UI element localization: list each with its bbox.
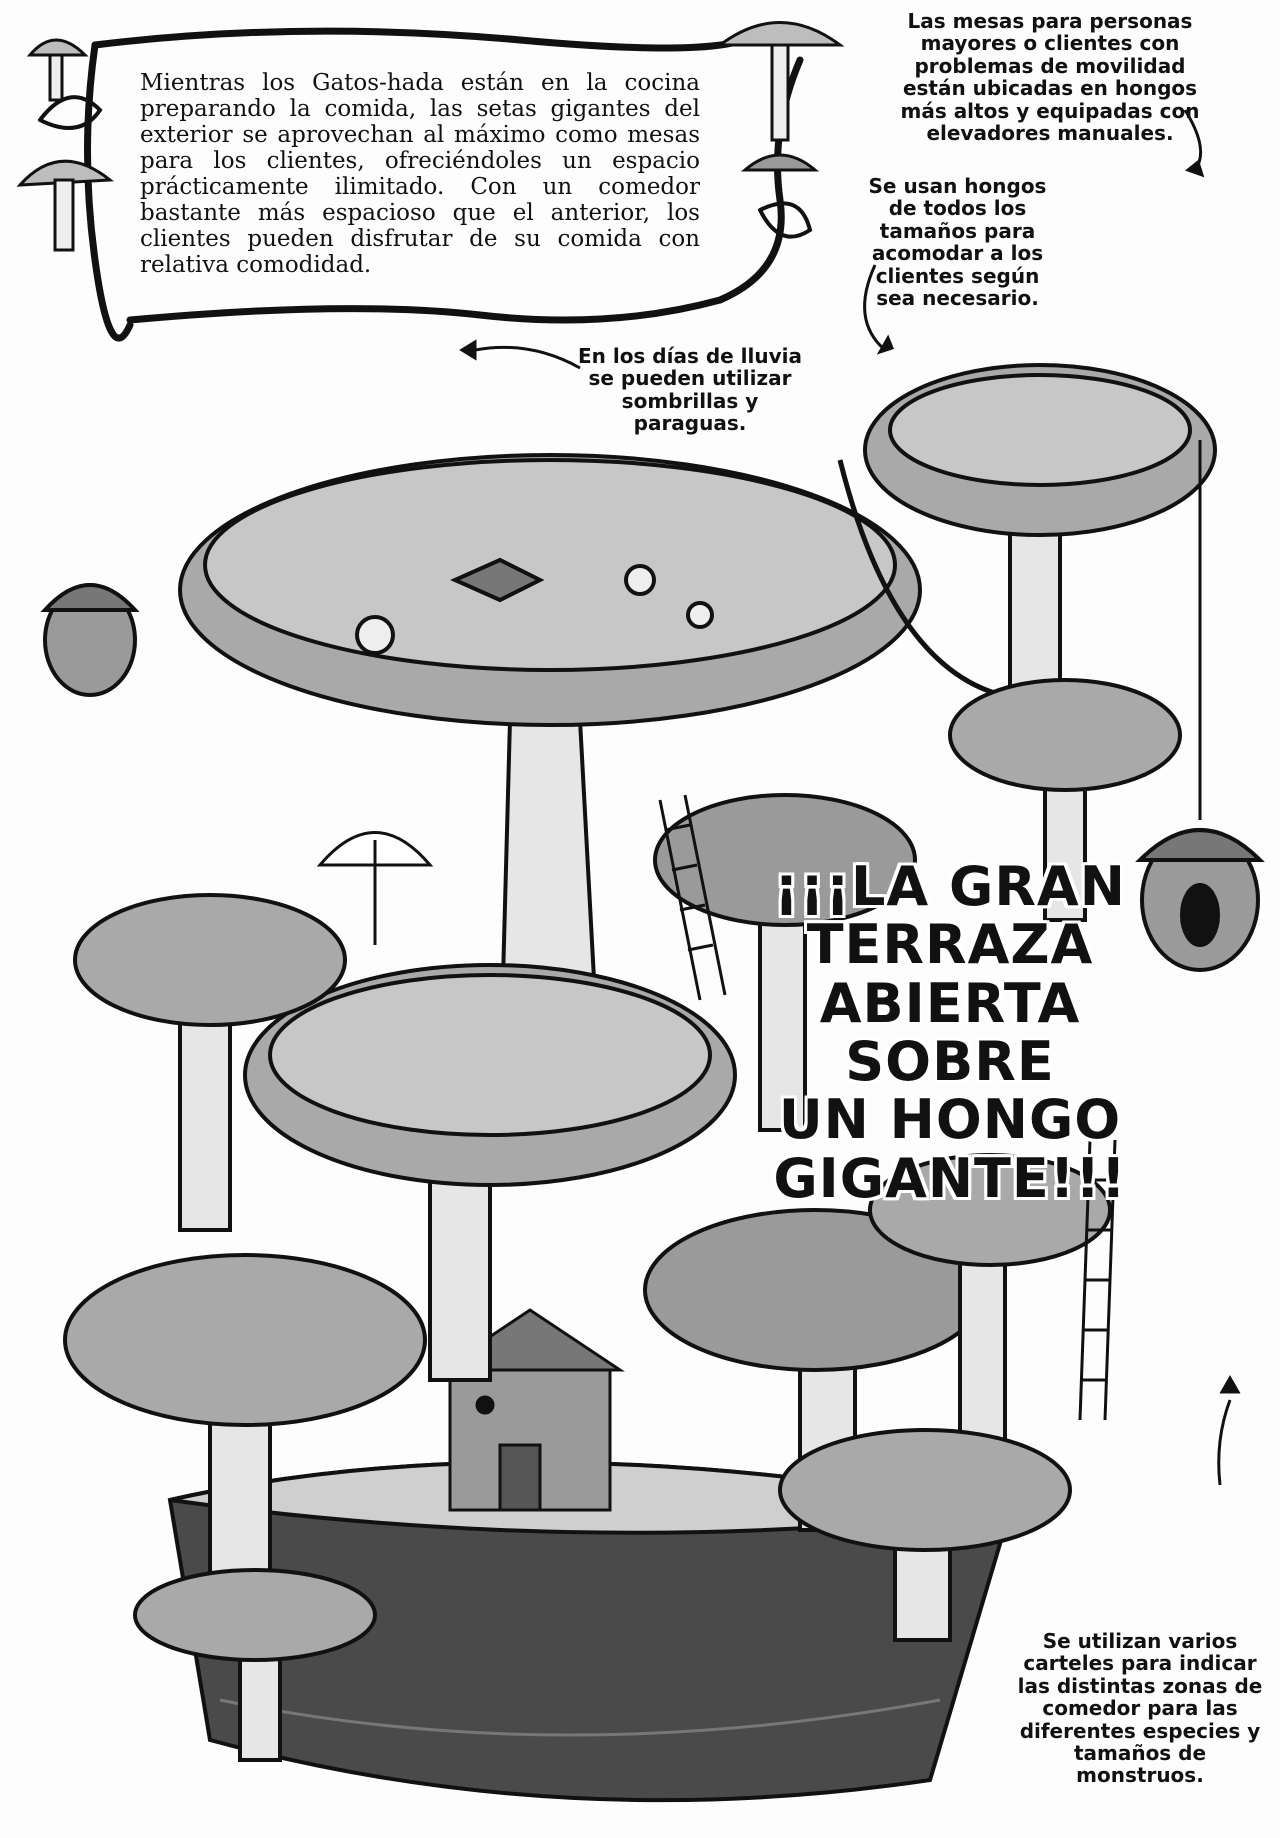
note-rain: En los días de lluvia se pueden utilizar…: [577, 344, 803, 436]
tall-mushroom-top-right: [837, 363, 1217, 752]
title-line: ¡¡¡LA GRAN: [774, 855, 1126, 918]
title-line: TERRAZA: [806, 913, 1094, 977]
acorn-elevators: [40, 440, 1265, 972]
middle-mushrooms: [63, 678, 1182, 1762]
ladders: [658, 794, 1117, 1421]
note-signs: Se utilizan varios carteles para indicar…: [1017, 1629, 1263, 1788]
small-frame-mushrooms: [16, 21, 845, 252]
main-title: ¡¡¡LA GRAN TERRAZA ABIERTA SOBRE UN HONG…: [725, 855, 1175, 1210]
parasol: [316, 831, 434, 945]
annotation-arrows: [459, 109, 1241, 1486]
note-sizes: Se usan hongos de todos los tamaños para…: [868, 174, 1047, 310]
title-line: GIGANTE!!!: [773, 1146, 1127, 1210]
intro-caption: Mientras los Gatos-hada están en la coci…: [140, 70, 700, 278]
note-elevators: Las mesas para personas mayores o client…: [900, 9, 1200, 145]
title-line: UN HONGO: [778, 1088, 1122, 1152]
title-line: ABIERTA SOBRE: [819, 971, 1081, 1093]
